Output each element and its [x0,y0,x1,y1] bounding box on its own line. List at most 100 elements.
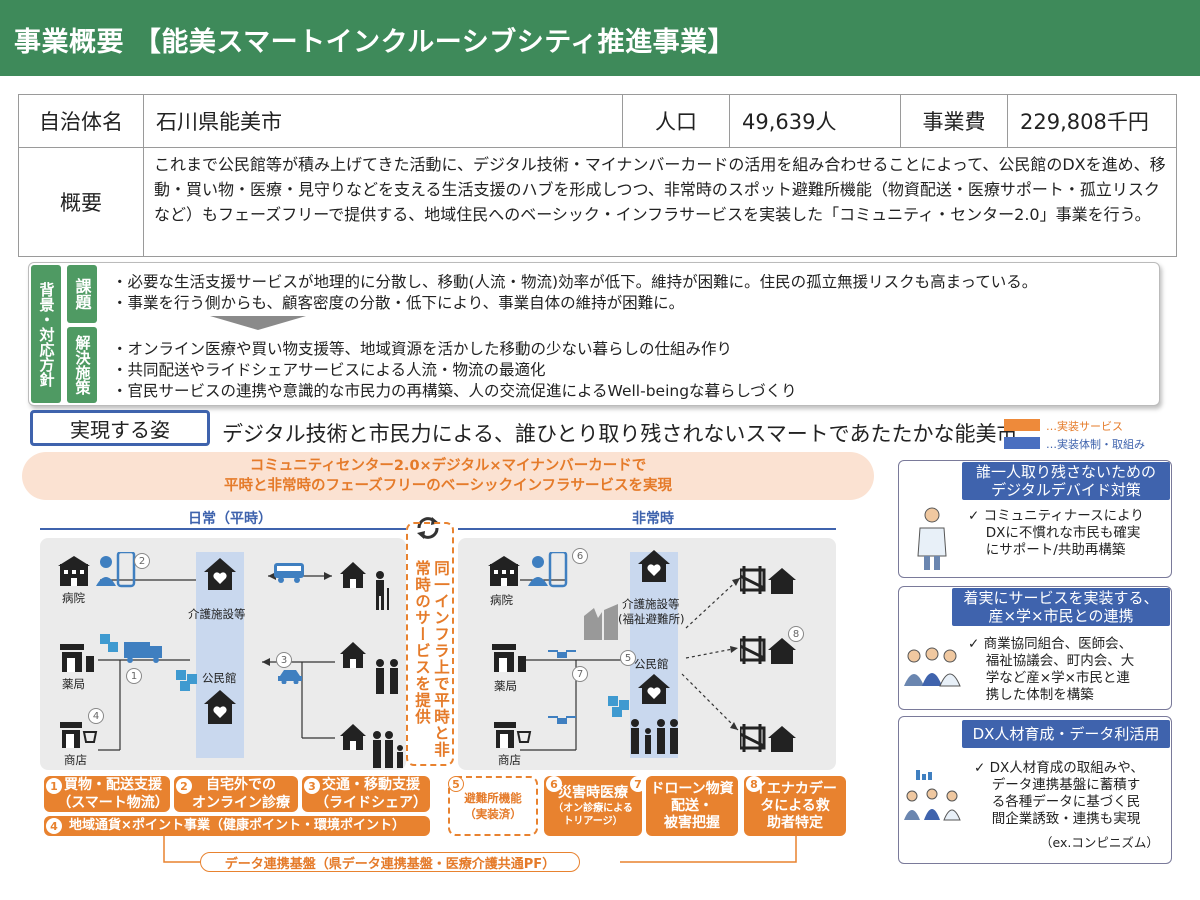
right-panel-3-title: DX人材育成・データ利活用 [962,720,1170,748]
solutions-tag: 解決施策 [67,327,97,403]
marker-3: 3 [276,652,292,668]
data-platform: データ連携基盤（県データ連携基盤・医療介護共通PF） [200,852,580,872]
doctor-phone-icon [528,552,568,588]
service-2-number: 2 [176,778,192,794]
service-5-number: 5 [448,776,464,792]
cost-label: 事業費 [900,94,1008,148]
house-icon [340,562,366,588]
emergency-hospital-label: 病院 [490,593,513,607]
marker-2: 2 [134,553,150,569]
normal-title: 日常（平時） [188,511,272,527]
banner-line-2: 平時と非常時のフェーズフリーのベーシックインフラサービスを実現 [223,478,673,494]
service-3-number: 3 [304,778,320,794]
summary-text: これまで公民館等が積み上げてきた活動に、デジタル技術・マイナンバーカードの活用を… [143,147,1177,257]
community-nurse-icon [917,507,947,570]
emergency-community-label: 公民館 [634,657,669,671]
car-icon [278,670,302,684]
care-home-icon [638,550,670,582]
normal-shop-label: 商店 [64,753,87,767]
shop-icon [494,722,532,748]
issue-item: ・必要な生活支援サービスが地理的に分散し、移動(人流・物流)効率が低下。維持が困… [112,273,1038,291]
right-panel-1-title: 誰一人取り残さないための デジタルデバイド対策 [962,462,1170,500]
summary-label: 概要 [18,147,144,257]
municipality-value: 石川県能美市 [143,94,623,148]
population-label: 人口 [622,94,730,148]
right-panel-1-body: ✓ コミュニティナースにより DXに不慣れな市民も確実 にサポート/共助再構築 [968,508,1144,558]
shop-icon [60,722,98,748]
hospital-icon [488,556,520,586]
barricade-house-icon [740,636,796,664]
marker-6: 6 [572,548,588,564]
community-center-icon [638,674,670,704]
packages-icon [176,670,197,691]
center-text: 同一インフラ上で平時と非常時のサービスを提供 [413,560,450,758]
service-1: 買物・配送支援 （スマート物流） [44,776,170,812]
data-analysis-icon [904,770,961,821]
municipality-label: 自治体名 [18,94,144,148]
legend-label-structure: …実装体制・取組み [1046,438,1145,451]
background-box [28,262,1160,406]
right-panel-2-title: 着実にサービスを実装する、 産×学×市民との連携 [952,588,1170,626]
right-panel-3-note: （ex.コンピニズム） [1040,835,1159,850]
packages-icon [608,696,629,717]
marker-8: 8 [788,626,804,642]
normal-care-label: 介護施設等 [188,607,246,621]
marker-5: 5 [620,650,636,666]
bus-icon [274,563,304,583]
emergency-care-sublabel: (福祉避難所) [618,612,685,626]
right-panel-3-body: ✓ DX人材育成の取組みや、 データ連携基盤に蓄積す る各種データに基づく民 間… [974,760,1144,827]
normal-divider [40,528,406,530]
family-icon [376,659,398,694]
hospital-icon [58,556,90,586]
service-8-number: 8 [746,776,762,792]
collaboration-people-icon [904,647,961,687]
issue-item: ・事業を行う側からも、顧客密度の分散・低下により、事業自体の維持が困難に。 [112,294,685,312]
service-2: 自宅外での オンライン診療 [174,776,298,812]
page-title: 事業概要 【能美スマートインクルーシブシティ推進事業】 [14,27,736,58]
emergency-shop-label: 商店 [498,753,521,767]
service-7-number: 7 [630,776,646,792]
cost-value: 229,808千円 [1007,94,1177,148]
legend-swatch-structure [1004,437,1040,449]
background-tag: 背景・対応方針 [31,265,61,403]
service-7: ドローン物資 配送・ 被害把握 [646,776,738,836]
barricade-house-icon [740,566,796,594]
service-4-number: 4 [46,818,62,834]
barricade-house-icon [740,724,796,752]
service-1-number: 1 [46,778,62,794]
doctor-phone-icon [96,552,136,588]
marker-7: 7 [572,666,588,682]
delivery-truck-icon [100,634,162,663]
damaged-building-icon [584,604,618,640]
service-3: 交通・移動支援 （ライドシェア） [302,776,430,812]
emergency-care-label: 介護施設等 [622,597,680,611]
emergency-divider [458,528,836,530]
solution-item: ・共同配送やライドシェアサービスによる人流・物流の最適化 [112,361,546,379]
drone-icon [548,650,576,658]
normal-community-label: 公民館 [202,671,237,685]
pharmacy-icon [492,644,526,672]
solution-item: ・官民サービスの連携や意識的な市民力の再構築、人の交流促進によるWell-bei… [112,382,797,400]
vision-text: デジタル技術と市民力による、誰ひとり取り残されないスマートであたたかな能美市 [222,422,1018,446]
service-6-number: 6 [546,776,562,792]
center-dashed-box [406,522,454,766]
pharmacy-icon [60,644,94,672]
house-icon [340,724,366,750]
house-icon [340,642,366,668]
issues-tag: 課題 [67,265,97,323]
page-header [0,0,1200,76]
concept-banner: コミュニティセンター2.0×デジタル×マイナンバーカードで 平時と非常時のフェー… [22,452,874,500]
down-arrow-icon [210,316,306,330]
service-4: 地域通貨×ポイント事業（健康ポイント・環境ポイント） [44,816,430,836]
banner-line-1: コミュニティセンター2.0×デジタル×マイナンバーカードで [249,458,647,474]
marker-1: 1 [126,668,142,684]
evacuees-icon [631,719,678,754]
community-center-icon [204,690,236,724]
care-home-icon [204,558,236,590]
normal-hospital-label: 病院 [62,591,85,605]
family-with-child-icon [373,731,403,768]
normal-pharmacy-label: 薬局 [62,677,85,691]
legend-label-service: …実装サービス [1046,420,1123,433]
right-panel-2-body: ✓ 商業協同組合、医師会、 福祉協議会、町内会、大 学など産×学×市民と連 携し… [968,636,1135,703]
legend-swatch-service [1004,419,1040,431]
